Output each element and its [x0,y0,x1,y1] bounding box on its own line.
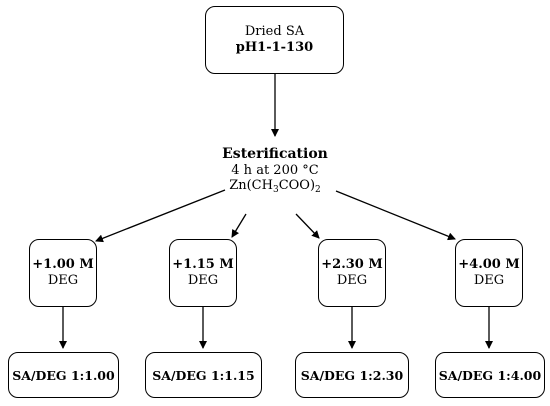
arrow-process-to-branch-2 [231,213,247,238]
result-label: SA/DEG 1:1.00 [12,367,115,383]
branch-node-3: +2.30 M DEG [318,239,386,307]
catalyst-part: Zn(CH [229,178,273,194]
result-node-1: SA/DEG 1:1.00 [8,352,119,398]
start-node-dried-sa: Dried SA pH1-1-130 [205,6,344,74]
catalyst-subscript: 2 [315,185,321,196]
arrow-process-to-branch-4 [335,190,456,241]
process-esterification: Esterification 4 h at 200 °C Zn(CH3COO)2 [185,140,365,200]
process-catalyst: Zn(CH3COO)2 [229,178,321,196]
branch-reagent: DEG [47,273,79,288]
branch-amount: +1.00 M [32,257,94,273]
process-conditions: 4 h at 200 °C [231,162,319,178]
branch-node-2: +1.15 M DEG [169,239,237,307]
branch-reagent: DEG [187,273,219,288]
branch-amount: +2.30 M [321,257,383,273]
branch-node-1: +1.00 M DEG [29,239,97,307]
branch-amount: +4.00 M [458,257,520,273]
result-node-2: SA/DEG 1:1.15 [145,352,262,398]
catalyst-part: COO) [278,178,316,194]
result-label: SA/DEG 1:1.15 [152,367,255,383]
result-label: SA/DEG 1:4.00 [438,367,542,383]
branch-reagent: DEG [336,273,368,288]
catalyst-subscript: 3 [272,185,279,196]
result-label: SA/DEG 1:2.30 [300,367,404,383]
branch-reagent: DEG [473,273,505,288]
process-title: Esterification [222,146,328,163]
start-node-sample-id: pH1-1-130 [235,40,314,55]
branch-amount: +1.15 M [172,257,234,273]
arrow-process-to-branch-3 [295,213,320,239]
branch-node-4: +4.00 M DEG [455,239,523,307]
result-node-3: SA/DEG 1:2.30 [295,352,409,398]
start-node-label: Dried SA [244,24,305,40]
result-node-4: SA/DEG 1:4.00 [435,352,545,398]
arrow-process-to-branch-1 [95,189,226,243]
